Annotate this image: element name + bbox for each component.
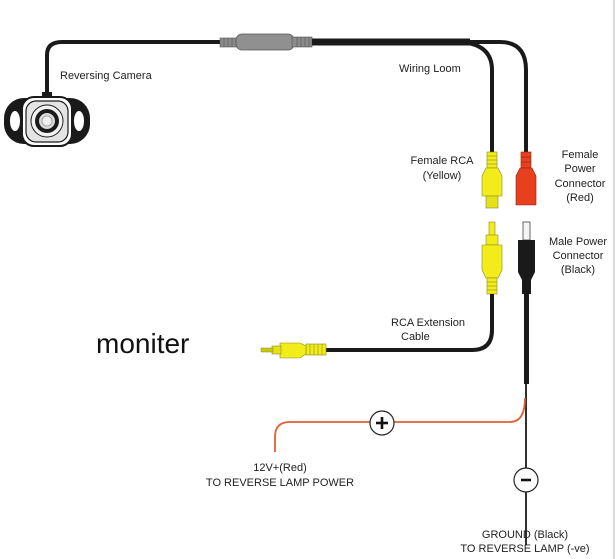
rca-extension-label-line2: Cable [401, 331, 430, 343]
male-power-label-line2: Connector [552, 250, 604, 262]
female-power-label-line1: Female [561, 149, 599, 161]
rca-extension-plug [260, 342, 327, 359]
wiring-loom-label: Wiring Loom [399, 63, 461, 75]
camera-label: Reversing Camera [60, 70, 152, 82]
female-rca-label-line1: Female RCA [410, 155, 474, 167]
loom-branch-video [459, 40, 494, 152]
plus-terminal-icon [369, 410, 395, 436]
female-power-label-line3: Connector [554, 178, 606, 190]
male-power-connector [518, 221, 535, 294]
female-power-connector [515, 151, 537, 206]
power-label-line2: TO REVERSE LAMP POWER [205, 477, 355, 489]
power-label-line1: 12V+(Red) [253, 462, 307, 474]
camera-cable [45, 40, 225, 95]
female-power-label-line4: (Red) [566, 192, 594, 204]
male-power-label-line3: (Black) [560, 264, 596, 276]
female-power-label-line2: Power [564, 163, 596, 175]
female-rca-label-line2: (Yellow) [422, 170, 462, 182]
right-border [613, 0, 615, 559]
male-power-label-line1: Male Power [548, 236, 608, 248]
minus-terminal-icon [513, 467, 539, 493]
power-wire [274, 397, 526, 452]
ground-label-line2: TO REVERSE LAMP (-ve) [460, 543, 590, 555]
female-rca-connector [481, 151, 503, 209]
reversing-camera-icon [4, 92, 90, 147]
loom-branch-power [470, 40, 528, 152]
ground-label-line1: GROUND (Black) [481, 529, 569, 541]
rca-extension-cable [325, 294, 494, 352]
monitor-label: moniter [96, 328, 190, 359]
rca-extension-label-line1: RCA Extension [391, 317, 465, 329]
male-rca-connector [481, 221, 503, 295]
inline-connector [219, 33, 313, 51]
